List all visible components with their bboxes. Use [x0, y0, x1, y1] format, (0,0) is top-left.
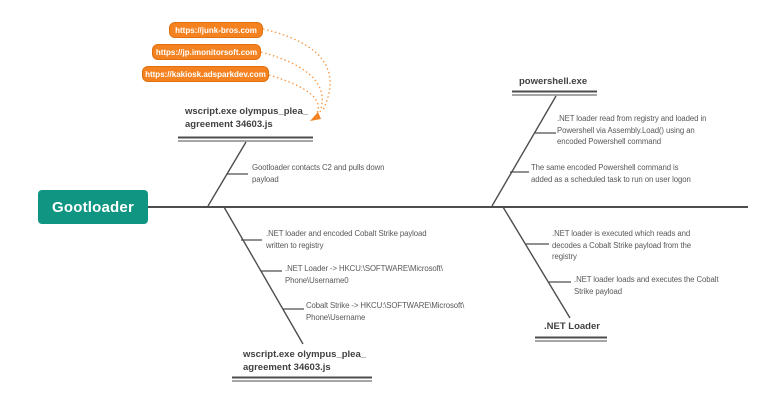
note-bl-3: Cobalt Strike -> HKCU:\SOFTWARE\Microsof… [306, 301, 465, 322]
note-bl-2: .NET Loader -> HKCU:\SOFTWARE\Microsoft\… [285, 264, 443, 285]
c2-url-chip-3: https://kakiosk.adsparkdev.com [142, 66, 269, 82]
bone-label-bottom-left: wscript.exe olympus_plea_ agreement 3460… [243, 349, 367, 373]
note-tr-1: .NET loader read from registry and loade… [557, 114, 707, 146]
note-bl-1: .NET loader and encoded Cobalt Strike pa… [266, 229, 427, 250]
c2-url-label-1: https://junk-bros.com [175, 25, 257, 35]
branch-bottom-right [502, 206, 571, 319]
note-br-1: .NET loader is executed which reads and … [552, 229, 692, 261]
branch-bottom-left [223, 206, 304, 345]
c2-url-chip-2: https://jp.imonitorsoft.com [152, 44, 261, 60]
bone-label-powershell: powershell.exe [519, 76, 588, 87]
c2-url-label-2: https://jp.imonitorsoft.com [155, 47, 258, 57]
note-tl-1: Gootloader contacts C2 and pulls down pa… [252, 163, 385, 184]
bone-label-net-loader: .NET Loader [544, 321, 600, 332]
head-box-gootloader: Gootloader [38, 190, 148, 224]
note-tr-2: The same encoded Powershell command is a… [531, 163, 691, 184]
bone-label-top-left: wscript.exe olympus_plea_ agreement 3460… [185, 106, 309, 130]
c2-arrow-curve-2 [260, 51, 323, 113]
branch-top-right [491, 95, 557, 207]
c2-arrowhead-icon [310, 112, 321, 121]
c2-arrow-curve-1 [262, 28, 331, 111]
c2-url-chip-1: https://junk-bros.com [169, 22, 263, 38]
c2-url-label-3: https://kakiosk.adsparkdev.com [145, 69, 266, 79]
note-br-2: .NET loader loads and executes the Cobal… [574, 275, 719, 296]
diagram-title: Gootloader [51, 198, 134, 216]
